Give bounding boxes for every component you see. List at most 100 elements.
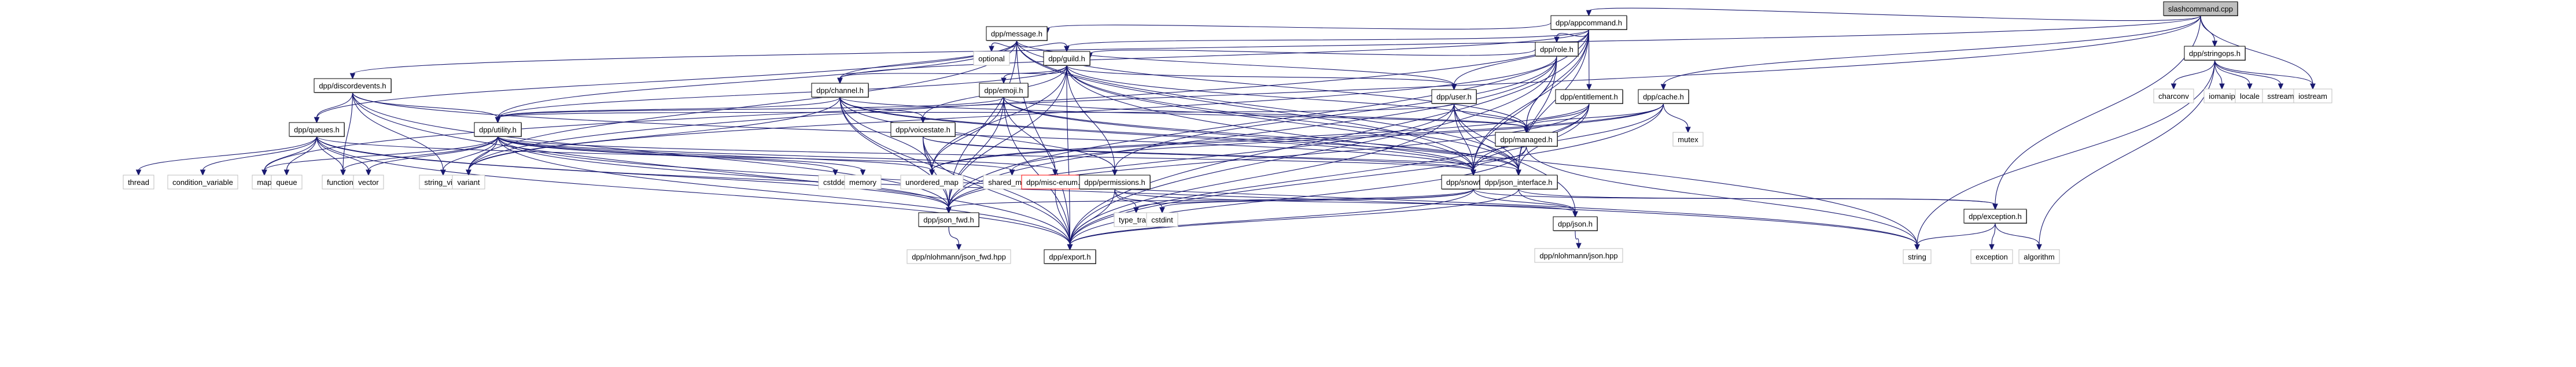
- edge-slashcommand-to-map: [264, 15, 2201, 171]
- edge-channel-to-variant: [468, 97, 841, 171]
- graph-node-slashcommand: slashcommand.cpp: [2163, 1, 2238, 16]
- graph-node-voicestate[interactable]: dpp/voicestate.h: [890, 122, 956, 137]
- graph-node-vector: vector: [353, 175, 384, 190]
- graph-node-algorithm: algorithm: [2018, 249, 2060, 264]
- node-box: [979, 83, 1029, 98]
- node-label: iomanip: [2209, 92, 2235, 101]
- arrowhead-icon: [314, 117, 320, 124]
- node-box: [123, 175, 154, 190]
- graph-node-channel[interactable]: dpp/channel.h: [811, 83, 869, 98]
- arrowhead-icon: [837, 77, 843, 84]
- edge-queues-to-thread: [138, 136, 318, 171]
- graph-node-json[interactable]: dpp/json.h: [1553, 216, 1598, 231]
- edge-emoji-to-utility: [497, 97, 1004, 118]
- graph-node-entitlement[interactable]: dpp/entitlement.h: [1555, 89, 1623, 104]
- graph-node-export[interactable]: dpp/export.h: [1044, 249, 1096, 264]
- edge-message-to-json-interface: [1016, 40, 1519, 171]
- node-box: [271, 175, 303, 190]
- arrowhead-icon: [1576, 243, 1582, 250]
- arrowhead-icon: [1685, 127, 1691, 134]
- graph-node-utility[interactable]: dpp/utility.h: [474, 122, 522, 137]
- node-label: map: [257, 178, 271, 187]
- graph-node-permissions[interactable]: dpp/permissions.h: [1079, 175, 1151, 190]
- node-label: dpp/guild.h: [1048, 54, 1085, 63]
- node-box: [844, 175, 882, 190]
- node-box: [1553, 216, 1598, 231]
- graph-node-user[interactable]: dpp/user.h: [1431, 89, 1477, 104]
- edge-stringops-to-locale: [2214, 60, 2250, 85]
- edge-cache-to-shared-mutex: [1011, 103, 1664, 171]
- node-box: [1534, 248, 1623, 263]
- edge-emoji-to-managed: [1003, 97, 1527, 128]
- edge-queues-to-string: [316, 136, 1918, 246]
- graph-node-guild[interactable]: dpp/guild.h: [1043, 51, 1090, 66]
- edge-utility-to-json-fwd: [497, 136, 949, 209]
- arrowhead-icon: [2212, 40, 2218, 47]
- node-label: memory: [849, 178, 876, 187]
- node-label: queue: [276, 178, 297, 187]
- edge-guild-to-permissions: [1066, 65, 1115, 171]
- graph-node-role[interactable]: dpp/role.h: [1535, 42, 1579, 57]
- edge-cache-to-snowflake: [1473, 103, 1664, 171]
- edge-guild-to-string: [1066, 65, 1918, 246]
- arrowhead-icon: [1159, 207, 1165, 214]
- edge-utility-to-functional: [342, 136, 499, 171]
- graph-node-optional: optional: [973, 51, 1010, 66]
- graph-node-json-interface[interactable]: dpp/json_interface.h: [1479, 175, 1558, 190]
- edge-stringops-to-iomanip: [2214, 60, 2223, 85]
- arrowhead-icon: [2170, 83, 2177, 90]
- edge-guild-to-channel: [839, 65, 1067, 79]
- edge-permissions-to-export: [1069, 188, 1115, 246]
- graph-node-json-fwd[interactable]: dpp/json_fwd.h: [918, 212, 979, 227]
- node-box: [2163, 1, 2238, 16]
- arrowhead-icon: [1523, 127, 1530, 134]
- arrowhead-icon: [929, 169, 935, 176]
- node-box: [811, 83, 869, 98]
- graph-node-cache[interactable]: dpp/cache.h: [1638, 89, 1689, 104]
- graph-node-emoji[interactable]: dpp/emoji.h: [979, 83, 1029, 98]
- edge-guild-to-unordered-map: [931, 65, 1067, 171]
- edge-appcommand-to-channel: [839, 29, 1590, 79]
- node-box: [289, 122, 345, 137]
- node-box: [986, 26, 1048, 41]
- node-label: dpp/nlohmann/json.hpp: [1539, 251, 1617, 260]
- arrowhead-icon: [135, 169, 142, 176]
- edge-slashcommand-to-appcommand: [1588, 8, 2201, 21]
- graph-node-discordevents[interactable]: dpp/discordevents.h: [314, 78, 392, 93]
- node-box: [1903, 249, 1932, 264]
- edge-queues-to-json-fwd: [316, 136, 949, 209]
- edge-appcommand-to-role: [1556, 29, 1590, 38]
- edge-guild-to-user: [1066, 65, 1455, 86]
- graph-node-message[interactable]: dpp/message.h: [986, 26, 1048, 41]
- node-box: [2293, 88, 2332, 103]
- edge-guild-to-json-interface: [1066, 65, 1519, 171]
- node-box: [452, 175, 485, 190]
- edge-appcommand-to-guild: [1066, 29, 1590, 47]
- edge-stringops-to-iostream: [2214, 60, 2313, 85]
- edge-appcommand-to-user: [1453, 29, 1590, 86]
- graph-node-stringops[interactable]: dpp/stringops.h: [2184, 46, 2246, 61]
- arrowhead-icon: [956, 244, 962, 251]
- edge-cache-to-unordered-map: [931, 103, 1664, 171]
- node-label: dpp/discordevents.h: [319, 81, 386, 90]
- edge-managed-to-string: [1525, 146, 1918, 246]
- graph-node-misc-enum[interactable]: dpp/misc-enum.h: [1021, 175, 1089, 190]
- edge-role-to-guild: [1089, 49, 1536, 56]
- graph-node-managed[interactable]: dpp/managed.h: [1495, 132, 1558, 147]
- edge-managed-to-snowflake: [1473, 146, 1527, 171]
- edge-cache-to-mutex: [1663, 103, 1689, 128]
- edge-utility-to-vector: [368, 136, 499, 171]
- edge-snowflake-to-export: [1069, 188, 1474, 246]
- graph-node-exception-h[interactable]: dpp/exception.h: [1963, 209, 2027, 224]
- graph-node-nlohmann-json: dpp/nlohmann/json.hpp: [1534, 248, 1623, 263]
- node-label: dpp/exception.h: [1969, 212, 2022, 221]
- graph-node-appcommand[interactable]: dpp/appcommand.h: [1550, 15, 1627, 30]
- edge-emoji-to-json-fwd: [948, 97, 1004, 209]
- graph-node-nlohmann-json-fwd: dpp/nlohmann/json_fwd.hpp: [906, 249, 1011, 264]
- edge-role-to-permissions: [1114, 55, 1557, 171]
- arrowhead-icon: [466, 169, 471, 176]
- node-label: algorithm: [2024, 253, 2054, 261]
- node-box: [1963, 209, 2027, 224]
- graph-node-queues[interactable]: dpp/queues.h: [289, 122, 345, 137]
